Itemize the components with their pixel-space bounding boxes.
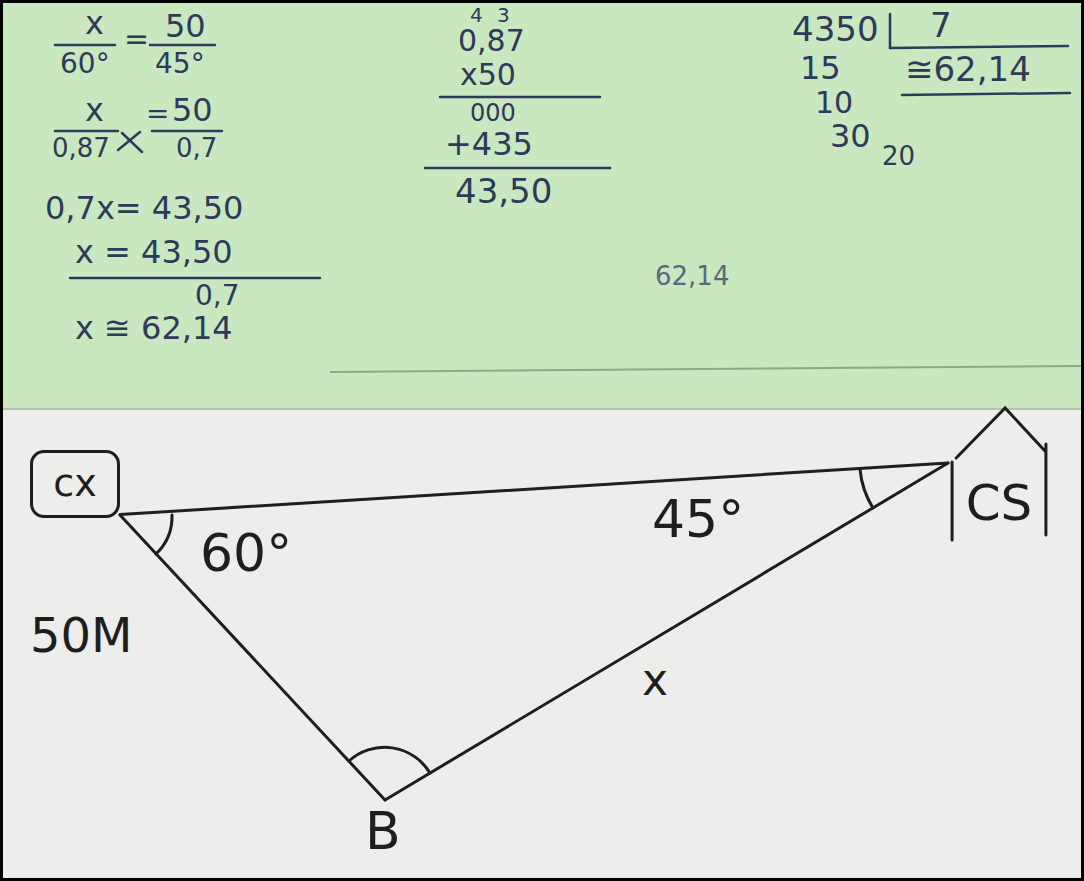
node-text: CS [966,476,1033,531]
vertex-label: B [365,802,401,862]
equals-sign: = [146,98,169,130]
triangle [120,463,948,800]
remainder: 20 [882,142,915,172]
denominator: 45° [155,48,205,80]
numerator: 50 [172,92,213,129]
dividend: 4350 [792,10,879,49]
remainder: 15 [800,50,841,87]
remainder: 30 [830,118,871,155]
denominator: 0,7 [176,134,217,164]
quotient: ≅62,14 [905,50,1031,89]
partial-product: 000 [470,100,516,128]
result-note: 62,14 [655,262,729,292]
partial-product: +435 [445,126,533,163]
angle-arc [156,515,172,554]
angle-arc [860,469,873,508]
triangle-side [120,515,385,800]
result-line: x ≅ 62,14 [75,310,233,347]
remainder: 10 [815,86,853,121]
equals-sign: = [124,22,149,57]
node-text: cx [53,463,96,505]
calc-marks [55,14,1070,278]
paper-line [330,366,1084,372]
denominator: 60° [60,48,110,80]
numerator: 50 [165,8,206,45]
triangle-side [120,463,948,515]
paper-edge [0,409,1084,410]
numerator: x [85,92,104,129]
white-paper [0,410,1084,881]
angle-arc [349,747,430,773]
cs-house: CS [948,400,1050,545]
equation-line: 0,7x= 43,50 [45,190,243,227]
multiplicand: 0,87 [458,24,525,59]
divisor: 7 [930,6,952,45]
denominator: 0,7 [195,280,240,312]
angle-label: 45° [652,490,744,550]
unknown-side: x [642,655,668,706]
multiplier: x50 [460,58,516,93]
equation-line: x = 43,50 [75,234,233,271]
product: 43,50 [455,172,552,211]
numerator: x [85,5,104,42]
triangle-side [385,463,948,800]
green-paper [0,0,1084,410]
side-length: 50M [30,608,133,663]
angle-label: 60° [200,524,292,584]
denominator: 0,87 [52,134,110,164]
cx-box: cx [30,450,120,518]
